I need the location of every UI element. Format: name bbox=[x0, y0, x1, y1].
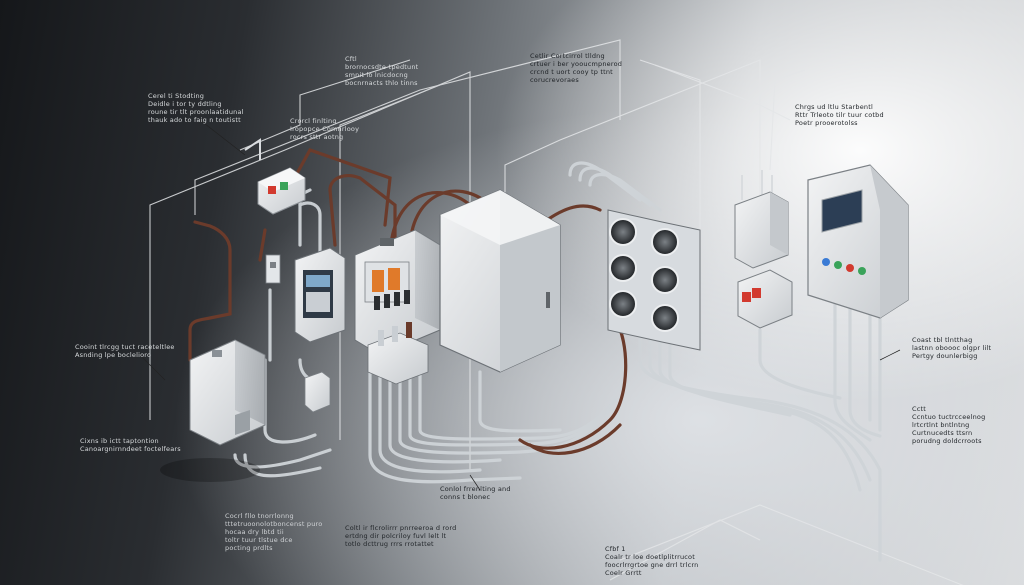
wall-outlet bbox=[304, 371, 331, 413]
leader-lines bbox=[139, 119, 901, 491]
fan-array bbox=[607, 209, 701, 351]
main-cabinet bbox=[439, 189, 561, 373]
junction-box-right bbox=[734, 191, 789, 269]
control-panel bbox=[807, 164, 909, 319]
breaker-panel bbox=[354, 229, 441, 356]
terminal-block bbox=[367, 322, 429, 385]
wall-distribution-box bbox=[189, 339, 266, 446]
junction-box-small bbox=[257, 167, 306, 215]
fan-icon bbox=[609, 218, 679, 332]
indicator-light-icon bbox=[822, 258, 866, 275]
floor-shadow bbox=[160, 458, 260, 482]
gray-conduits bbox=[233, 161, 882, 562]
push-button-box bbox=[737, 269, 793, 329]
display-screen-icon bbox=[821, 189, 863, 233]
breaker-icon bbox=[372, 270, 384, 292]
meter-panel bbox=[294, 247, 346, 343]
inline-switch bbox=[265, 254, 281, 284]
